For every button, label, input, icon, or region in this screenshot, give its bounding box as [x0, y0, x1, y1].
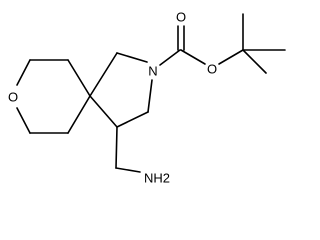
- bond: [16, 107, 31, 134]
- bond: [116, 111, 149, 128]
- ring-oxygen-label: O: [8, 90, 18, 105]
- ester-oxygen-label: O: [207, 62, 217, 77]
- bond: [89, 95, 118, 128]
- bond: [115, 167, 141, 173]
- bond: [67, 95, 91, 134]
- bond: [242, 49, 267, 74]
- bond: [147, 79, 153, 113]
- ring-nitrogen-label: N: [148, 64, 157, 79]
- bond: [180, 49, 206, 65]
- chemical-structure-diagram: O N O O NH2: [8, 10, 286, 186]
- bond: [116, 52, 148, 63]
- bond: [67, 59, 91, 97]
- bond: [16, 59, 31, 86]
- bond: [115, 126, 118, 169]
- bond: [89, 52, 118, 97]
- amine-label: NH2: [144, 171, 170, 186]
- carbonyl-oxygen-label: O: [176, 10, 186, 25]
- bond: [218, 49, 244, 65]
- bond: [159, 49, 181, 66]
